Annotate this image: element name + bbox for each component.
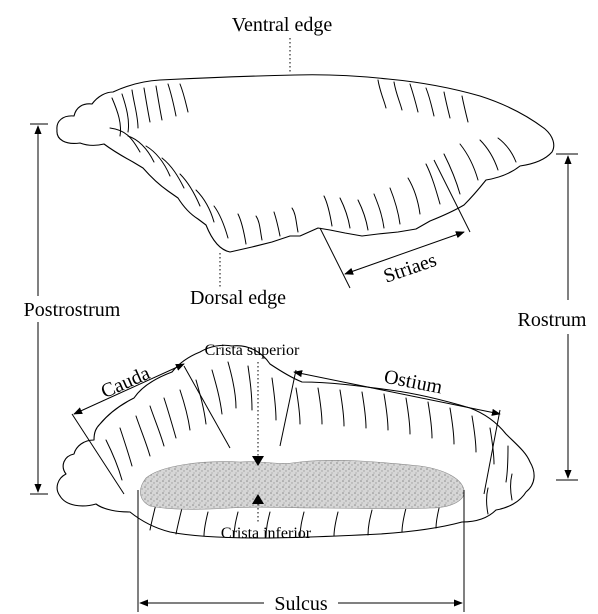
ostium-extension-left bbox=[280, 370, 296, 446]
top-otolith-striae bbox=[110, 80, 516, 244]
postrostrum-label: Postrostrum bbox=[24, 299, 121, 321]
sulcus-label: Sulcus bbox=[274, 593, 328, 614]
crista-inferior-label: Crista inferior bbox=[221, 525, 312, 542]
dorsal-edge-label: Dorsal edge bbox=[190, 287, 286, 309]
bottom-otolith-striae bbox=[106, 362, 512, 537]
top-otolith-outline bbox=[57, 75, 554, 252]
striaes-label: Striaes bbox=[381, 249, 440, 288]
top-otolith bbox=[57, 75, 554, 252]
ventral-edge-label: Ventral edge bbox=[232, 14, 333, 36]
crista-superior-label: Crista superior bbox=[205, 342, 300, 359]
cauda-label: Cauda bbox=[98, 362, 154, 403]
striaes-extension-left bbox=[320, 228, 350, 288]
sulcus-groove bbox=[140, 460, 464, 509]
rostrum-label: Rostrum bbox=[518, 309, 587, 331]
cauda-extension-right bbox=[184, 366, 230, 448]
ostium-extension-right bbox=[484, 410, 500, 494]
